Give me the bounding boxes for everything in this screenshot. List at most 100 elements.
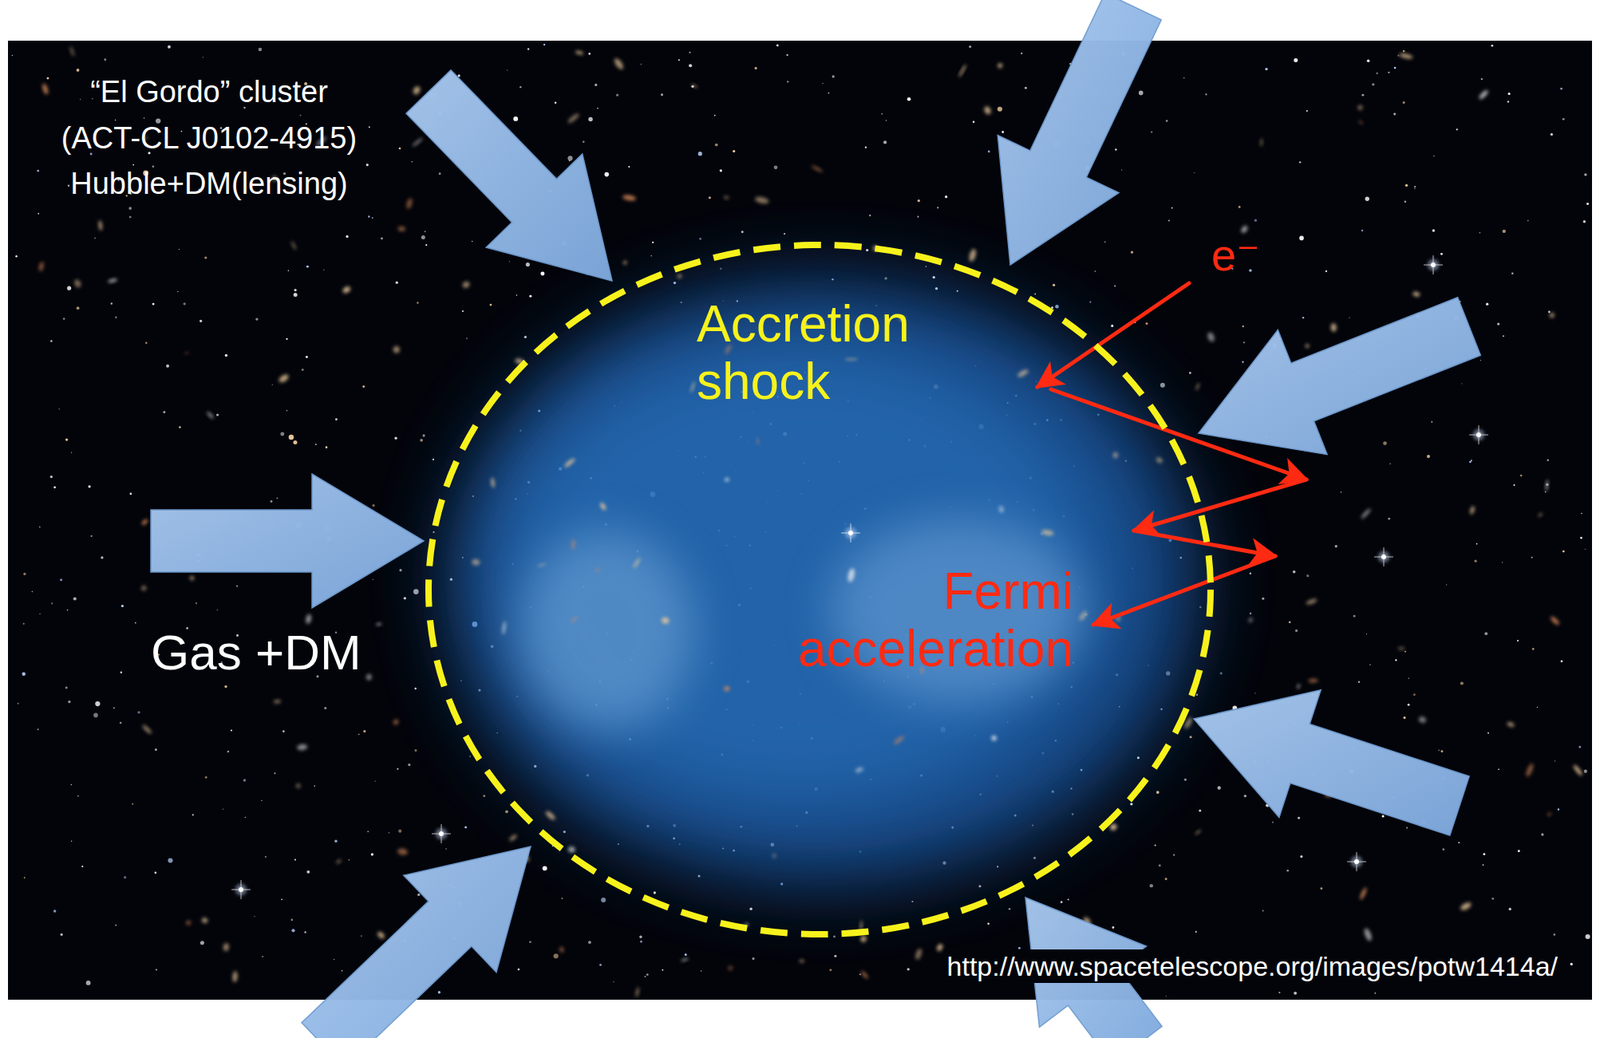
galaxy — [723, 686, 730, 692]
star — [471, 240, 474, 243]
star — [650, 255, 652, 257]
star — [90, 535, 93, 538]
star — [130, 493, 133, 496]
star — [1487, 732, 1490, 735]
star — [110, 302, 113, 305]
star — [325, 446, 328, 449]
galaxy — [1547, 812, 1552, 818]
star — [911, 900, 913, 903]
star — [1517, 849, 1521, 853]
star-spike — [1374, 547, 1394, 567]
galaxy — [914, 948, 924, 961]
star — [524, 335, 527, 339]
star — [582, 140, 585, 143]
star — [270, 500, 273, 503]
star — [1297, 817, 1300, 820]
star — [646, 973, 649, 976]
star — [741, 230, 744, 234]
star — [63, 317, 66, 320]
star — [121, 604, 124, 608]
star — [36, 169, 40, 173]
star — [341, 970, 344, 972]
inflow-arrow — [406, 70, 613, 281]
star — [132, 164, 135, 166]
galaxy — [599, 501, 608, 512]
star — [1502, 335, 1505, 337]
star — [832, 75, 835, 78]
galaxy — [1260, 138, 1263, 147]
star — [786, 54, 788, 56]
star — [1394, 659, 1397, 661]
star — [306, 265, 309, 269]
star — [416, 301, 419, 305]
star — [1414, 185, 1416, 188]
galaxy — [411, 137, 424, 148]
star — [553, 953, 559, 959]
star — [865, 248, 869, 252]
star — [81, 865, 83, 868]
star — [1243, 341, 1245, 344]
star — [1557, 808, 1560, 810]
star — [1470, 459, 1473, 462]
star — [509, 260, 510, 262]
star — [462, 310, 464, 313]
star — [1195, 931, 1198, 933]
star — [1393, 113, 1396, 116]
star — [1480, 359, 1482, 361]
galaxy — [723, 196, 730, 200]
star — [944, 195, 948, 198]
star — [1306, 110, 1308, 112]
star — [103, 58, 107, 61]
star — [366, 163, 369, 166]
star — [1584, 549, 1586, 550]
star — [300, 114, 302, 117]
star — [1001, 130, 1004, 134]
star — [445, 848, 447, 850]
star — [177, 291, 178, 293]
star — [438, 991, 441, 994]
star — [272, 384, 273, 386]
galaxy — [206, 410, 215, 419]
star — [1254, 218, 1257, 222]
bright-star — [1469, 425, 1489, 445]
star — [1193, 172, 1195, 174]
star — [1394, 67, 1397, 70]
star — [560, 897, 563, 900]
star — [936, 206, 939, 209]
star — [131, 803, 134, 806]
star — [1570, 963, 1573, 966]
star — [1440, 750, 1443, 753]
star — [1060, 900, 1063, 904]
star — [1531, 557, 1533, 559]
star — [469, 755, 471, 758]
star — [774, 165, 779, 170]
star — [1094, 270, 1096, 273]
bright-star — [1423, 255, 1443, 275]
star — [396, 768, 399, 771]
galaxy — [612, 56, 625, 71]
star — [554, 101, 558, 104]
galaxy — [1040, 529, 1055, 537]
star — [1548, 311, 1551, 314]
star — [258, 47, 263, 52]
galaxy — [997, 63, 1004, 69]
star — [67, 609, 69, 612]
title-line: (ACT-CL J0102-4915) — [9, 114, 409, 162]
process-label: Fermi acceleration — [770, 563, 1074, 678]
star — [305, 355, 309, 359]
star — [315, 443, 317, 446]
galaxy — [1206, 331, 1217, 343]
star — [120, 671, 123, 674]
star — [1365, 197, 1370, 202]
galaxy — [1194, 829, 1201, 836]
inflow-label: Gas +DM — [150, 624, 423, 682]
star — [489, 304, 493, 307]
star — [1517, 640, 1519, 642]
star — [88, 485, 91, 488]
star — [660, 93, 664, 96]
star — [466, 337, 468, 340]
star — [1242, 325, 1245, 328]
galaxy — [69, 46, 76, 57]
galaxy — [411, 85, 422, 96]
